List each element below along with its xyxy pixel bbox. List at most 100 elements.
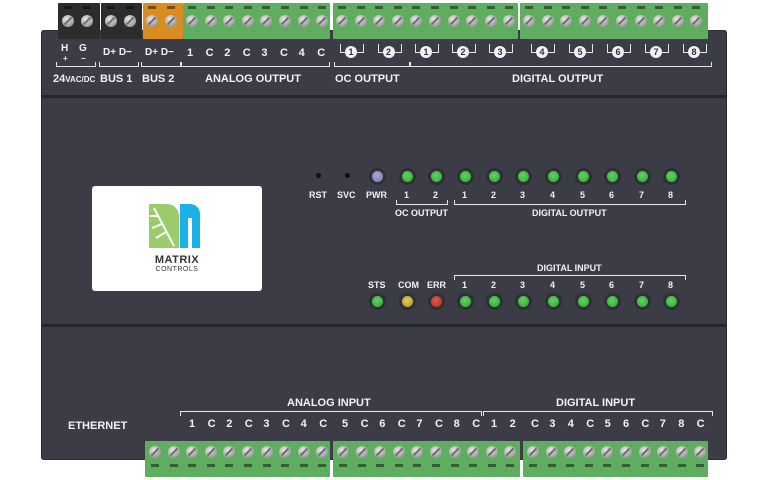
- terminal-slot: [584, 464, 593, 467]
- terminal-screw[interactable]: [467, 446, 480, 458]
- terminal-screw[interactable]: [105, 15, 117, 27]
- terminal-screw[interactable]: [242, 446, 254, 458]
- analog-output-pin-label: 3: [261, 47, 268, 59]
- terminal-screw[interactable]: [337, 446, 349, 458]
- digital-input-led-label: 5: [580, 280, 586, 290]
- terminal-screw[interactable]: [578, 15, 591, 27]
- digital-input-led-label: 1: [462, 280, 468, 290]
- terminal-screw[interactable]: [694, 446, 707, 458]
- terminal-screw[interactable]: [582, 446, 595, 458]
- terminal-screw[interactable]: [411, 446, 424, 458]
- terminal-screw[interactable]: [204, 15, 217, 27]
- digital-output-led: [548, 171, 559, 182]
- terminal-screw[interactable]: [653, 15, 666, 27]
- di-led-title: DIGITAL INPUT: [537, 263, 602, 273]
- terminal-slot: [543, 6, 552, 9]
- terminal-screw[interactable]: [260, 446, 273, 458]
- terminal-screw[interactable]: [690, 15, 703, 27]
- digital-input-led: [666, 296, 677, 307]
- terminal-screw[interactable]: [354, 15, 367, 27]
- terminal-screw[interactable]: [241, 15, 254, 27]
- oc-output-title: OC OUTPUT: [335, 73, 400, 85]
- terminal-screw[interactable]: [373, 15, 386, 27]
- digital-output-led-label: 8: [668, 190, 674, 200]
- terminal-screw[interactable]: [523, 15, 535, 27]
- terminal-screw[interactable]: [260, 15, 273, 27]
- terminal-screw[interactable]: [620, 446, 632, 458]
- terminal-screw[interactable]: [410, 15, 423, 27]
- terminal-screw[interactable]: [316, 15, 329, 27]
- terminal-screw[interactable]: [316, 446, 329, 458]
- terminal-screw[interactable]: [391, 15, 404, 27]
- digital-input-led: [637, 296, 648, 307]
- analog-output-pin-label: 1: [187, 47, 194, 59]
- power-h-label: H: [61, 43, 69, 54]
- terminal-screw[interactable]: [146, 15, 158, 27]
- digital-output-led-label: 3: [520, 190, 526, 200]
- terminal-screw[interactable]: [466, 15, 479, 27]
- terminal-screw[interactable]: [616, 15, 628, 27]
- terminal-screw[interactable]: [392, 446, 405, 458]
- terminal-screw[interactable]: [527, 446, 539, 458]
- terminal-screw[interactable]: [504, 446, 517, 458]
- digital-output-led: [637, 171, 648, 182]
- digital-input-pin-label: 3: [549, 418, 556, 430]
- terminal-screw[interactable]: [186, 15, 198, 27]
- terminal-screw[interactable]: [186, 446, 199, 458]
- terminal-screw[interactable]: [545, 446, 558, 458]
- terminal-screw[interactable]: [485, 446, 498, 458]
- terminal-slot: [281, 464, 290, 467]
- terminal-screw[interactable]: [671, 15, 684, 27]
- analog-output-title: ANALOG OUTPUT: [205, 73, 301, 85]
- terminal-screw[interactable]: [149, 446, 161, 458]
- terminal-screw[interactable]: [223, 446, 236, 458]
- terminal-screw[interactable]: [448, 446, 461, 458]
- terminal-screw[interactable]: [279, 15, 291, 27]
- digital-output-channel-number: 1: [420, 46, 432, 58]
- terminal-screw[interactable]: [374, 446, 387, 458]
- analog-input-pin-label: 2: [226, 418, 233, 430]
- service-button-hole[interactable]: [345, 173, 350, 178]
- terminal-screw[interactable]: [638, 446, 651, 458]
- digital-input-pin-label: 5: [604, 418, 611, 430]
- terminal-screw[interactable]: [601, 446, 614, 458]
- terminal-screw[interactable]: [62, 15, 74, 27]
- terminal-screw[interactable]: [541, 15, 554, 27]
- terminal-slot: [338, 6, 346, 9]
- digital-input-led-label: 6: [609, 280, 615, 290]
- terminal-screw[interactable]: [167, 446, 180, 458]
- terminal-screw[interactable]: [297, 446, 310, 458]
- analog-input-pin-label: C: [435, 418, 443, 430]
- terminal-screw[interactable]: [430, 446, 442, 458]
- terminal-screw[interactable]: [355, 446, 368, 458]
- terminal-screw[interactable]: [634, 15, 647, 27]
- terminal-screw[interactable]: [429, 15, 441, 27]
- terminal-screw[interactable]: [204, 446, 217, 458]
- terminal-slot: [640, 464, 649, 467]
- terminal-screw[interactable]: [164, 15, 177, 27]
- terminal-screw[interactable]: [675, 446, 688, 458]
- terminal-screw[interactable]: [560, 15, 573, 27]
- digital-input-pin-label: 8: [678, 418, 685, 430]
- terminal-screw[interactable]: [484, 15, 497, 27]
- analog-input-pin-label: C: [319, 418, 328, 430]
- terminal-screw[interactable]: [279, 446, 292, 458]
- terminal-screw[interactable]: [80, 15, 93, 27]
- terminal-screw[interactable]: [123, 15, 136, 27]
- digital-input-pin-label: 4: [567, 418, 574, 430]
- terminal-screw[interactable]: [297, 15, 310, 27]
- analog-output-bracket: [181, 62, 330, 67]
- terminal-screw[interactable]: [597, 15, 610, 27]
- terminal-slot: [262, 6, 271, 9]
- oc-led-bracket: [396, 200, 448, 205]
- terminal-screw[interactable]: [223, 15, 236, 27]
- terminal-screw[interactable]: [503, 15, 516, 27]
- digital-output-led-label: 7: [639, 190, 645, 200]
- terminal-screw[interactable]: [657, 446, 670, 458]
- terminal-screw[interactable]: [447, 15, 460, 27]
- reset-button-hole[interactable]: [316, 173, 321, 178]
- terminal-slot: [450, 464, 459, 467]
- terminal-screw[interactable]: [564, 446, 577, 458]
- terminal-slot: [431, 6, 439, 9]
- terminal-screw[interactable]: [336, 15, 348, 27]
